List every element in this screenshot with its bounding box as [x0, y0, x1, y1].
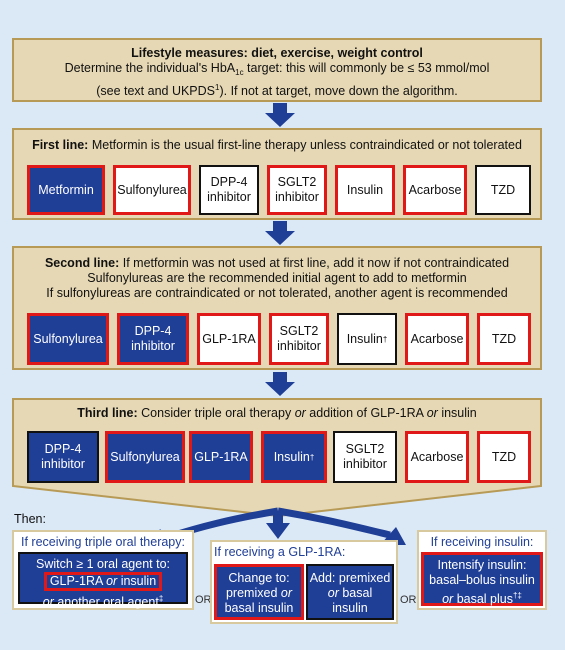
glp1ra-change-box: Change to: premixed or basal insulin: [214, 564, 304, 620]
first-option-dpp4: DPP-4 inhibitor: [199, 165, 259, 215]
second-option-dpp4: DPP-4 inhibitor: [117, 313, 189, 365]
triple-oral-title: If receiving triple oral therapy:: [21, 535, 185, 549]
first-option-tzd: TZD: [475, 165, 531, 215]
insulin-intensify-line3: or basal plus†‡: [442, 591, 522, 606]
second-line-heading: Second line: If metformin was not used a…: [44, 256, 510, 270]
first-option-sulfonylurea: Sulfonylurea: [113, 165, 191, 215]
second-line-text3: If sulfonylureas are contraindicated or …: [46, 286, 508, 300]
third-option-acarbose: Acarbose: [405, 431, 469, 483]
glp1ra-add-line1: Add: premixed: [309, 571, 391, 585]
down-arrow-icon: [265, 372, 295, 396]
insulin-intensify-line1: Intensify insulin:: [437, 558, 527, 572]
then-label: Then:: [14, 512, 46, 526]
glp1ra-add-line3: insulin: [332, 601, 368, 615]
first-option-metformin: Metformin: [27, 165, 105, 215]
third-option-sglt2: SGLT2 inhibitor: [333, 431, 397, 483]
third-option-tzd: TZD: [477, 431, 531, 483]
down-arrow-icon: [265, 103, 295, 127]
second-option-acarbose: Acarbose: [405, 313, 469, 365]
second-option-tzd: TZD: [477, 313, 531, 365]
glp1ra-change-line3: basal insulin: [224, 601, 294, 615]
down-arrow-icon: [265, 221, 295, 245]
third-option-sulfonylurea: Sulfonylurea: [105, 431, 185, 483]
triple-oral-highlight: GLP-1RA or insulin: [43, 572, 163, 591]
third-line-heading: Third line: Consider triple oral therapy…: [77, 406, 477, 420]
first-option-sglt2: SGLT2 inhibitor: [267, 165, 327, 215]
first-option-insulin: Insulin: [335, 165, 395, 215]
third-option-insulin: Insulin†: [261, 431, 327, 483]
third-option-glp1ra: GLP-1RA: [189, 431, 253, 483]
lifestyle-line2: Determine the individual's HbA1c target:…: [64, 61, 490, 77]
second-option-insulin: Insulin†: [337, 313, 397, 365]
glp1ra-change-line1: Change to:: [228, 571, 290, 585]
second-line-text2: Sulfonylureas are the recommended initia…: [87, 271, 467, 285]
or-label-1: OR: [195, 594, 212, 606]
second-option-glp1ra: GLP-1RA: [197, 313, 261, 365]
second-option-sglt2: SGLT2 inhibitor: [269, 313, 329, 365]
insulin-intensify-box: Intensify insulin: basal–bolus insulin o…: [421, 552, 543, 606]
lifestyle-panel: Lifestyle measures: diet, exercise, weig…: [12, 38, 542, 102]
lifestyle-line3: (see text and UKPDS1). If not at target,…: [96, 83, 458, 98]
lifestyle-title: Lifestyle measures: diet, exercise, weig…: [131, 46, 423, 60]
triple-oral-line1: Switch ≥ 1 oral agent to:: [35, 557, 170, 571]
first-option-acarbose: Acarbose: [403, 165, 467, 215]
glp1ra-title: If receiving a GLP-1RA:: [214, 545, 346, 559]
glp1ra-add-line2: or basal: [327, 586, 373, 600]
insulin-intensify-line2: basal–bolus insulin: [429, 573, 535, 587]
third-option-dpp4: DPP-4 inhibitor: [27, 431, 99, 483]
second-option-sulfonylurea: Sulfonylurea: [27, 313, 109, 365]
or-label-2: OR: [400, 594, 417, 606]
triple-oral-box: Switch ≥ 1 oral agent to: GLP-1RA or ins…: [18, 552, 188, 609]
insulin-panel-title: If receiving insulin:: [430, 535, 534, 549]
glp1ra-change-line2: premixed or: [225, 586, 292, 600]
glp1ra-add-box: Add: premixed or basal insulin: [306, 564, 394, 620]
triple-oral-line3: or another oral agent‡: [42, 594, 164, 609]
first-line-heading: First line: Metformin is the usual first…: [32, 138, 522, 152]
